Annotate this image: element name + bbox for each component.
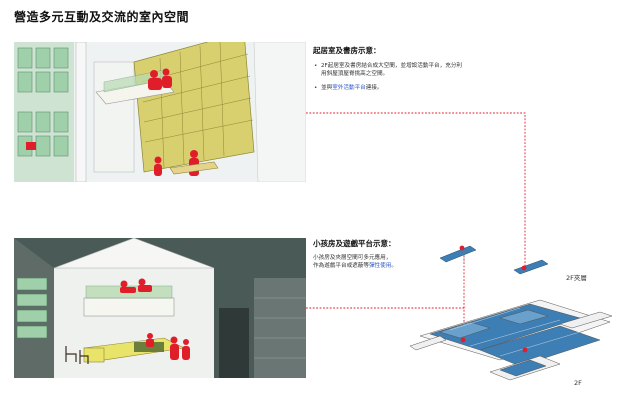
study-render-image xyxy=(14,42,306,182)
mezzanine-plate-right xyxy=(513,259,549,275)
connector-line-kids xyxy=(306,252,466,340)
marker-mezzanine-left xyxy=(459,245,465,251)
study-render-illustration xyxy=(14,42,306,182)
kids-note-line-2-suffix: 。 xyxy=(391,263,397,269)
marker-2f-right xyxy=(522,347,528,353)
study-bullet-2-text-b: 連接。 xyxy=(365,85,383,91)
study-bullet-2: 並與室外活動平台連接。 xyxy=(314,84,464,92)
study-section-title: 起居室及書房示意： xyxy=(313,46,381,55)
study-bullet-1-text: 2F起居室及書房結合成大空間，並增設活動平台，充分利用斜屋頂屋脊挑高之空間。 xyxy=(321,63,463,77)
kids-note: 小孩房及夾層空間可多元應用， 作為遊戲平台或遮蔽等彈性使用。 xyxy=(313,254,463,270)
study-bullet-1: 2F起居室及書房結合成大空間，並增設活動平台，充分利用斜屋頂屋脊挑高之空間。 xyxy=(314,62,464,78)
kids-note-line-1: 小孩房及夾層空間可多元應用， xyxy=(313,255,392,261)
kids-note-line-2-prefix: 作為遊戲平台或遮蔽等 xyxy=(313,263,369,269)
study-bullet-2-highlight: 室外活動平台 xyxy=(332,85,366,91)
kids-section-title: 小孩房及遊戲平台示意： xyxy=(313,239,396,248)
kids-note-highlight: 彈性使用 xyxy=(368,263,392,269)
second-floor-plan xyxy=(409,299,613,381)
kids-render-illustration xyxy=(14,238,306,378)
marker-mezzanine-right xyxy=(521,265,527,271)
label-2f-mezzanine: 2F夾層 xyxy=(566,274,587,282)
kids-note-line-2: 作為遊戲平台或遮蔽等彈性使用。 xyxy=(313,262,463,270)
connector-line-study xyxy=(306,112,526,268)
kids-render-image xyxy=(14,238,306,378)
study-bullet-2-text-a: 並與 xyxy=(321,85,333,91)
page-title: 營造多元互動及交流的室內空間 xyxy=(14,10,190,24)
label-2f: 2F xyxy=(574,379,582,387)
study-bullet-list: 2F起居室及書房結合成大空間，並增設活動平台，充分利用斜屋頂屋脊挑高之空間。 並… xyxy=(314,62,464,98)
mezzanine-plate-left xyxy=(439,245,477,264)
marker-2f-left xyxy=(460,337,466,343)
